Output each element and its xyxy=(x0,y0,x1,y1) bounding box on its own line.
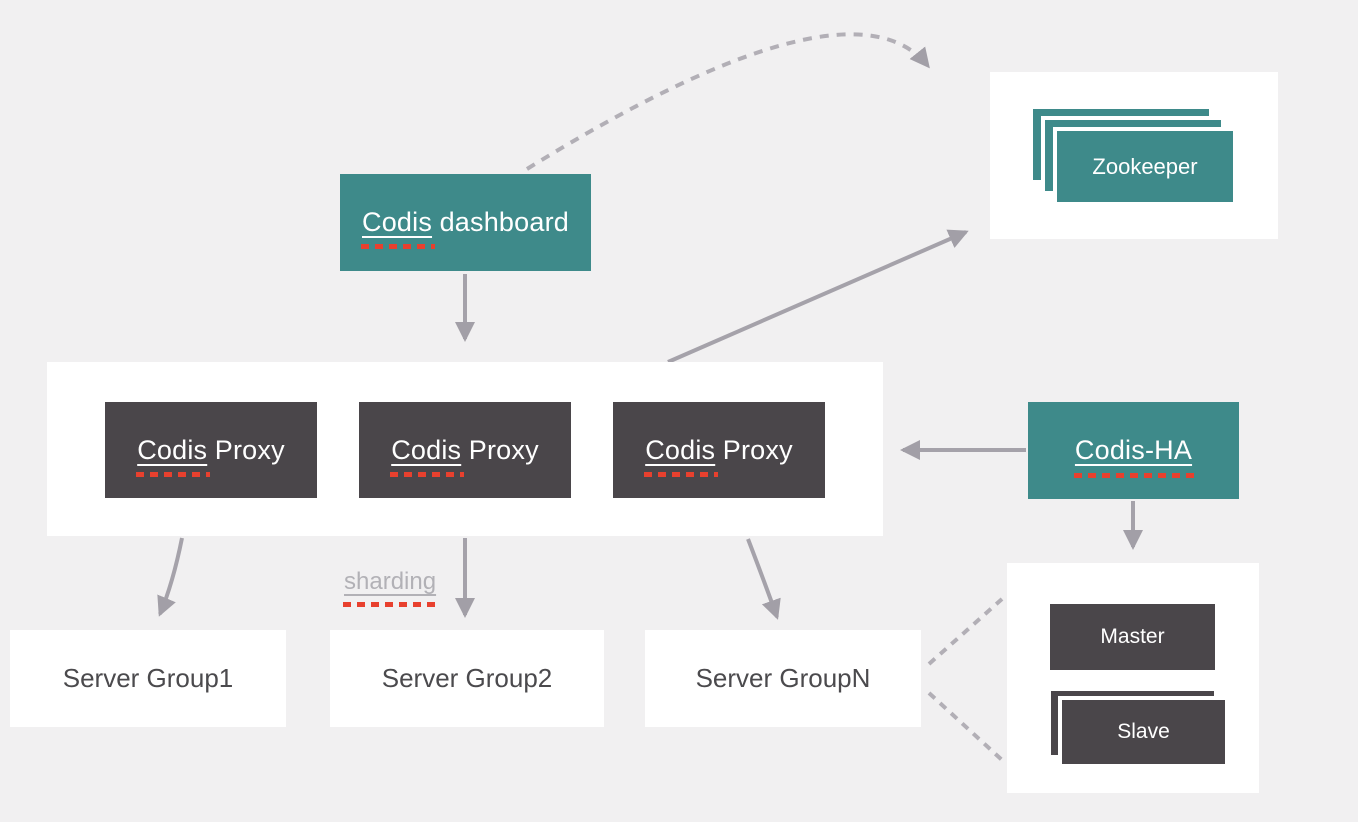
server-groupn-label: Server GroupN xyxy=(695,663,871,693)
slave-label: Slave xyxy=(1117,720,1170,743)
misspelled-word: Codis xyxy=(362,207,433,237)
dashed-link-groupn-to-hagroup-top xyxy=(927,597,1004,666)
arrow-proxy1-to-group1 xyxy=(157,537,184,617)
codis-ha-label: Codis-HA xyxy=(1073,435,1196,478)
zookeeper-label: Zookeeper xyxy=(1092,153,1198,179)
server-group1-node: Server Group1 xyxy=(10,630,286,727)
zookeeper-panel: Zookeeper xyxy=(990,72,1278,239)
arrow-proxies-to-zookeeper xyxy=(667,229,969,364)
server-group2-label: Server Group2 xyxy=(381,663,553,693)
codis-ha-node: Codis-HA xyxy=(1028,402,1239,499)
sharding-annotation: sharding xyxy=(344,568,436,596)
master-label: Master xyxy=(1100,625,1165,648)
server-group1-label: Server Group1 xyxy=(62,663,234,693)
misspelled-word: Codis xyxy=(645,434,716,465)
server-group2-node: Server Group2 xyxy=(330,630,604,727)
arrow-proxy3-to-groupn xyxy=(746,538,781,620)
master-slave-panel: Master Slave xyxy=(1007,563,1259,793)
misspelled-word: Codis xyxy=(391,434,462,465)
misspelled-word: Codis xyxy=(137,434,208,465)
arrow-dashboard-to-zookeeper xyxy=(525,32,930,171)
master-node: Master xyxy=(1050,604,1215,670)
slave-card-front: Slave xyxy=(1062,700,1225,764)
misspelled-word: sharding xyxy=(344,568,437,595)
zookeeper-card-front: Zookeeper xyxy=(1057,131,1233,202)
dashed-link-groupn-to-hagroup-bottom xyxy=(927,691,1004,762)
server-groupn-node: Server GroupN xyxy=(645,630,921,727)
